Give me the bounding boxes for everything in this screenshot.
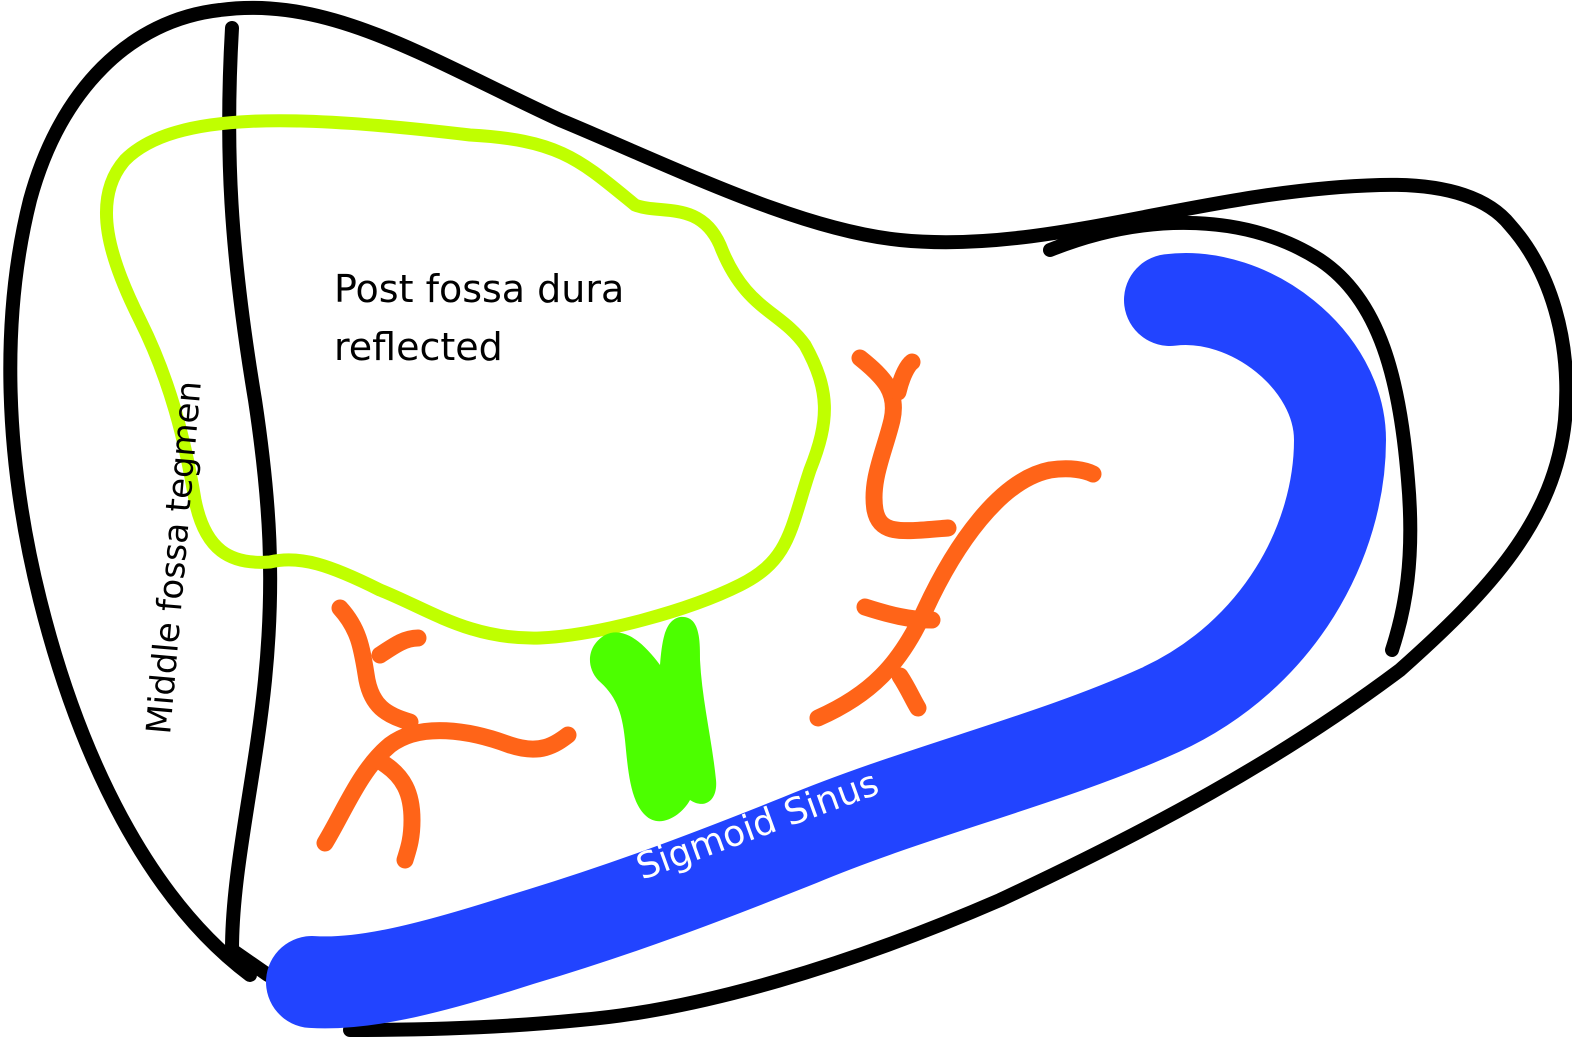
dura-label-line-2: reflected <box>334 325 503 369</box>
tegmen-line <box>222 21 278 982</box>
facial-nerve <box>589 616 717 822</box>
dura-label: Post fossa dura reflected <box>334 267 624 369</box>
vessel-branch <box>331 599 419 731</box>
sinus-plate-line <box>1043 215 1418 657</box>
sigmoid-sinus <box>266 253 1386 1029</box>
vessel-branch <box>809 460 1102 727</box>
dura-label-line-1: Post fossa dura <box>334 267 624 311</box>
dura-outline <box>99 114 831 645</box>
vessels-right <box>809 349 1102 727</box>
vessel-branch <box>369 751 421 869</box>
mastoid-outline <box>3 0 1572 1037</box>
vessel-branch <box>891 667 927 717</box>
tegmen-label: Middle fossa tegmen <box>139 379 210 736</box>
vessel-branch <box>856 598 941 629</box>
vessels-left <box>316 599 577 869</box>
vessel-branch <box>316 722 577 852</box>
vessel-branch <box>889 353 921 401</box>
vessel-branch <box>851 349 957 540</box>
vessel-branch <box>371 629 427 664</box>
